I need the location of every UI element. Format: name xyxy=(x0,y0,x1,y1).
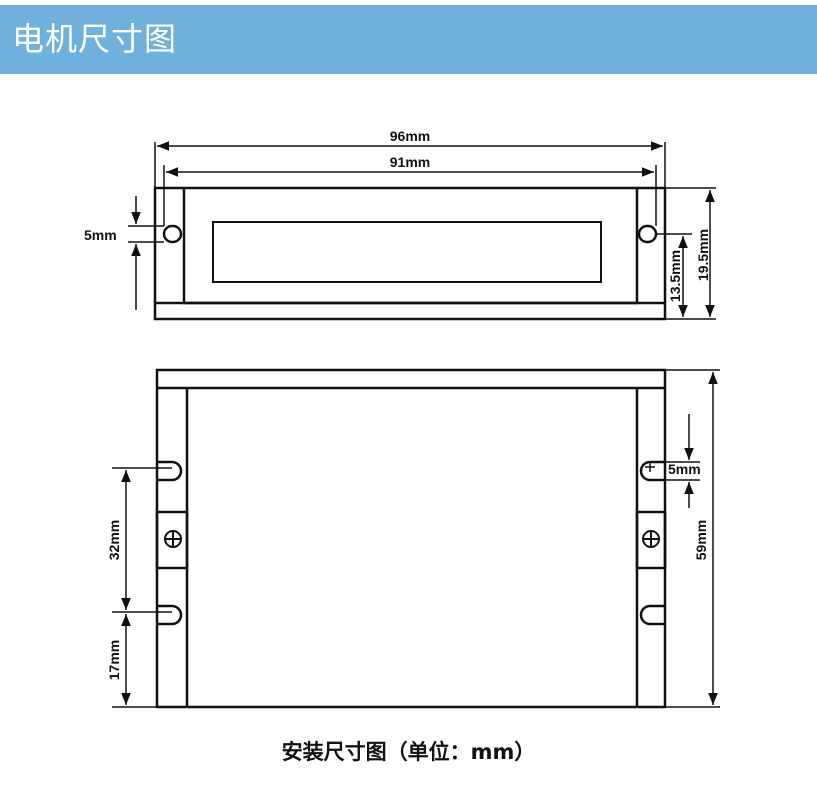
dim-17mm-label: 17mm xyxy=(106,640,122,680)
left-screw-icon xyxy=(164,530,182,548)
front-dimensions xyxy=(112,369,720,708)
dim-59mm-label: 59mm xyxy=(693,520,709,560)
front-right-terminal xyxy=(635,510,667,570)
right-screw-icon xyxy=(642,530,660,548)
front-outer-frame xyxy=(155,368,667,709)
top-window xyxy=(212,221,602,283)
top-view xyxy=(153,186,667,321)
top-left-slot xyxy=(162,224,183,244)
dim-91mm-label: 91mm xyxy=(390,154,430,170)
page-title: 电机尺寸图 xyxy=(12,20,178,58)
dim-13-5mm-label: 13.5mm xyxy=(667,250,683,302)
top-body xyxy=(182,186,639,305)
front-right-slot-lower xyxy=(639,604,665,626)
top-left-ear xyxy=(153,186,184,303)
dim-5mm-top-label: 5mm xyxy=(84,227,117,243)
front-left-slot-upper xyxy=(157,460,183,482)
header-bar: 电机尺寸图 xyxy=(0,5,817,74)
top-right-slot xyxy=(637,224,658,244)
dim-96mm-label: 96mm xyxy=(390,128,430,144)
front-left-terminal xyxy=(155,510,189,570)
drawing-caption: 安装尺寸图（单位：mm） xyxy=(281,740,536,764)
dim-32mm-label: 32mm xyxy=(106,520,122,560)
top-dimensions xyxy=(128,141,716,320)
dim-19-5mm-label: 19.5mm xyxy=(695,229,711,281)
dim-5mm-front-label: 5mm xyxy=(668,461,701,477)
top-base-plate xyxy=(153,301,667,321)
front-left-slot-lower xyxy=(157,604,183,626)
top-right-ear xyxy=(637,186,667,303)
front-right-slot-upper xyxy=(639,460,665,482)
front-view xyxy=(155,368,667,709)
right-slot-cross-icon xyxy=(645,462,655,472)
